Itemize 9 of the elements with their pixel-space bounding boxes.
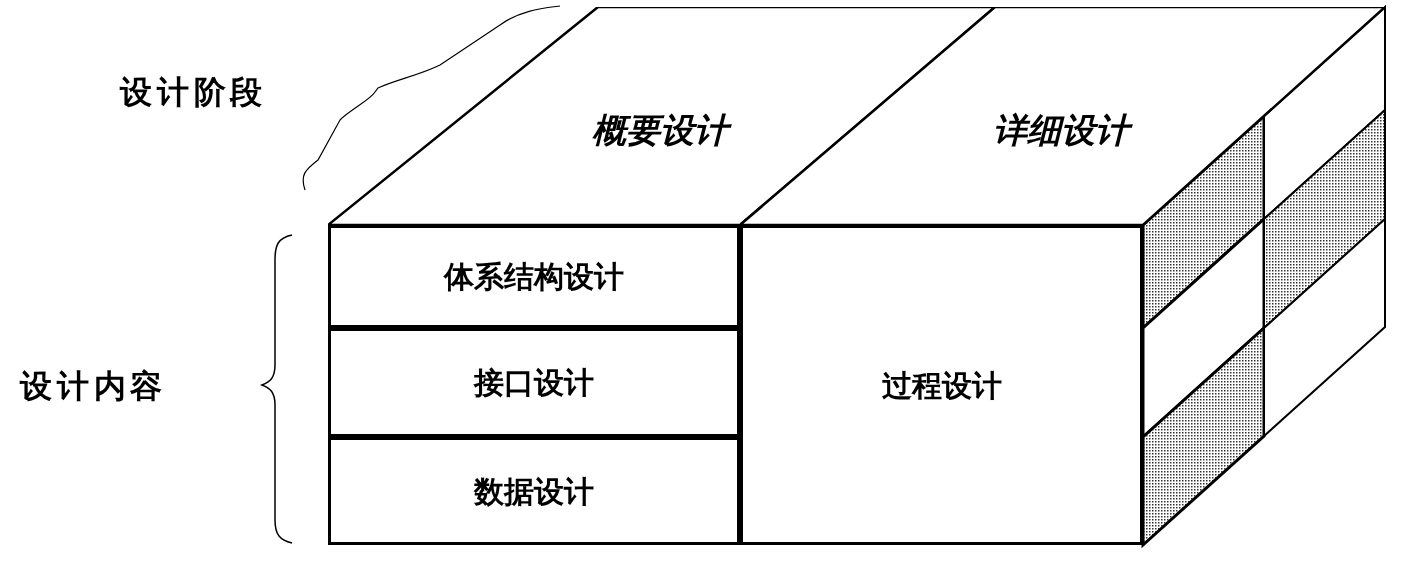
content-cell: [328, 437, 740, 545]
cell-label: 数据设计: [474, 472, 594, 511]
group-label: 设计阶段: [120, 72, 268, 113]
group-label: 设计内容: [20, 366, 168, 407]
content-cell: [328, 225, 740, 328]
cell-label: 体系结构设计: [444, 258, 624, 296]
cell-label: 接口设计: [474, 364, 594, 402]
content-cell: [328, 328, 740, 437]
cell-label: 过程设计: [881, 366, 1002, 405]
